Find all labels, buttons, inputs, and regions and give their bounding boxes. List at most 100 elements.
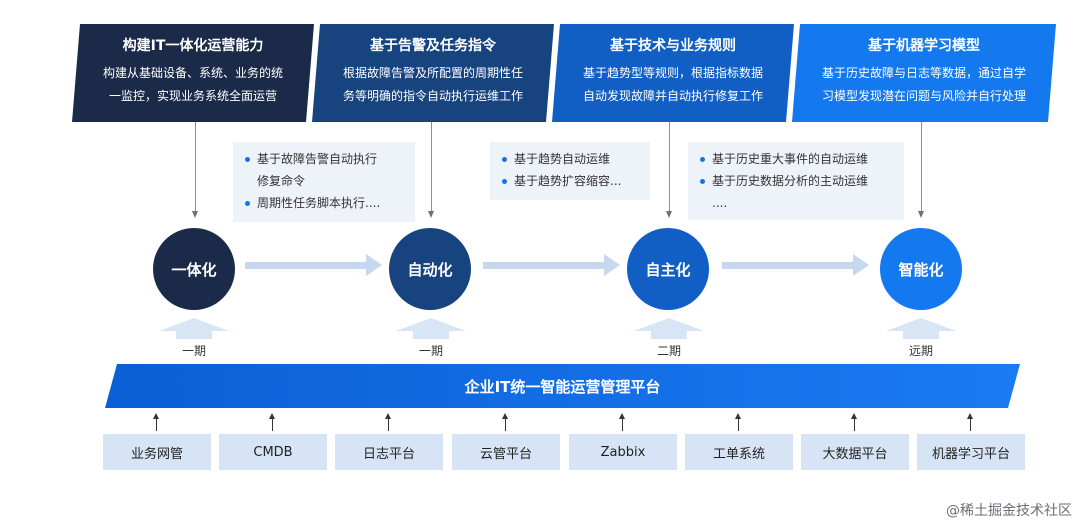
phase-label: 一期 xyxy=(181,344,206,358)
note-item: 基于趋势扩容缩容... xyxy=(500,170,642,192)
source-ticket-system: 工单系统 xyxy=(685,434,793,470)
stage-autonomy: 自主化 xyxy=(627,228,709,310)
connector-line xyxy=(431,122,432,212)
flow-arrow-shaft xyxy=(722,262,854,269)
note-line: 周期性任务脚本执行.... xyxy=(257,196,381,210)
card-title: 基于告警及任务指令 xyxy=(370,38,496,54)
arrow-down-icon xyxy=(428,211,434,218)
stage-intelligence: 智能化 xyxy=(880,228,962,310)
connector-line xyxy=(195,122,196,212)
card-desc-line: 一监控，实现业务系统全面运营 xyxy=(108,89,277,103)
card-desc-line: 自动发现故障并自动执行修复工作 xyxy=(582,89,763,103)
arrow-up-icon xyxy=(735,413,741,419)
note-line: 修复命令 xyxy=(257,174,306,188)
note-item: 基于历史重大事件的自动运维 xyxy=(698,148,896,170)
arrow-right-icon xyxy=(853,254,869,276)
source-zabbix: Zabbix xyxy=(569,434,677,470)
source-business-network: 业务网管 xyxy=(103,434,211,470)
card-desc-line: 基于历史故障与日志等数据，通过自学 xyxy=(821,66,1026,80)
card-desc-line: 构建从基础设备、系统、业务的统 xyxy=(102,66,283,80)
arrow-up-icon xyxy=(159,318,229,331)
arrow-right-icon xyxy=(604,254,620,276)
arrow-up-stem xyxy=(176,331,212,339)
source-arrow xyxy=(851,413,858,431)
source-arrow xyxy=(967,413,974,431)
connector-line xyxy=(669,122,670,212)
note-item: 周期性任务脚本执行.... xyxy=(243,192,407,214)
source-arrow xyxy=(269,413,276,431)
card-desc-line: 习模型发现潜在问题与风险并自行处理 xyxy=(821,89,1026,103)
card-ml-model: 基于机器学习模型 基于历史故障与日志等数据，通过自学 习模型发现潜在问题与风险并… xyxy=(792,24,1056,122)
note-line: 基于历史数据分析的主动运维 xyxy=(712,174,869,188)
note-item: 基于历史数据分析的主动运维 .... xyxy=(698,170,896,214)
source-arrow xyxy=(502,413,509,431)
arrow-up-icon xyxy=(269,413,275,419)
phase-arrow: 二期 xyxy=(634,318,704,359)
arrow-up-icon xyxy=(634,318,704,331)
arrow-stem xyxy=(272,419,273,431)
arrow-up-icon xyxy=(851,413,857,419)
source-arrow xyxy=(735,413,742,431)
source-arrow xyxy=(385,413,392,431)
platform-bar: 企业IT统一智能运营管理平台 xyxy=(105,364,1020,408)
phase-arrow: 一期 xyxy=(159,318,229,359)
arrow-up-stem xyxy=(413,331,449,339)
card-alert-task: 基于告警及任务指令 根据故障告警及所配置的周期性任 务等明确的指令自动执行运维工… xyxy=(312,24,554,122)
arrow-right-icon xyxy=(366,254,382,276)
note-intelligence: 基于历史重大事件的自动运维 基于历史数据分析的主动运维 .... xyxy=(688,142,904,220)
note-line: 基于故障告警自动执行 xyxy=(257,152,378,166)
arrow-down-icon xyxy=(918,211,924,218)
card-tech-rules: 基于技术与业务规则 基于趋势型等规则，根据指标数据 自动发现故障并自动执行修复工… xyxy=(552,24,794,122)
connector-line xyxy=(921,122,922,212)
card-integration: 构建IT一体化运营能力 构建从基础设备、系统、业务的统 一监控，实现业务系统全面… xyxy=(72,24,314,122)
flow-arrow-shaft xyxy=(483,262,605,269)
card-desc: 根据故障告警及所配置的周期性任 务等明确的指令自动执行运维工作 xyxy=(320,62,546,108)
arrow-up-stem xyxy=(651,331,687,339)
card-title: 构建IT一体化运营能力 xyxy=(122,38,264,54)
card-desc: 基于趋势型等规则，根据指标数据 自动发现故障并自动执行修复工作 xyxy=(560,62,786,108)
stage-integration: 一体化 xyxy=(153,228,235,310)
source-cloud-platform: 云管平台 xyxy=(452,434,560,470)
arrow-up-icon xyxy=(619,413,625,419)
arrow-up-icon xyxy=(396,318,466,331)
source-ml-platform: 机器学习平台 xyxy=(917,434,1025,470)
source-arrow xyxy=(153,413,160,431)
note-line: .... xyxy=(712,196,728,210)
flow-arrow-shaft xyxy=(245,262,367,269)
stage-automation: 自动化 xyxy=(389,228,471,310)
arrow-stem xyxy=(854,419,855,431)
watermark: @稀土掘金技术社区 xyxy=(946,503,1072,519)
source-log-platform: 日志平台 xyxy=(335,434,443,470)
phase-label: 一期 xyxy=(418,344,443,358)
note-autonomy: 基于趋势自动运维 基于趋势扩容缩容... xyxy=(490,142,650,200)
source-bigdata-platform: 大数据平台 xyxy=(801,434,909,470)
arrow-stem xyxy=(970,419,971,431)
note-line: 基于趋势自动运维 xyxy=(514,152,611,166)
arrow-down-icon xyxy=(192,211,198,218)
source-arrow xyxy=(619,413,626,431)
arrow-up-stem xyxy=(903,331,939,339)
source-cmdb: CMDB xyxy=(219,434,327,470)
arrow-down-icon xyxy=(666,211,672,218)
card-desc-line: 根据故障告警及所配置的周期性任 xyxy=(342,66,523,80)
card-desc: 基于历史故障与日志等数据，通过自学 习模型发现潜在问题与风险并自行处理 xyxy=(800,62,1048,108)
card-desc: 构建从基础设备、系统、业务的统 一监控，实现业务系统全面运营 xyxy=(80,62,306,108)
arrow-up-icon xyxy=(153,413,159,419)
note-item: 基于故障告警自动执行 修复命令 xyxy=(243,148,407,192)
arrow-up-icon xyxy=(385,413,391,419)
arrow-stem xyxy=(156,419,157,431)
arrow-up-icon xyxy=(886,318,956,331)
arrow-up-icon xyxy=(502,413,508,419)
card-desc-line: 基于趋势型等规则，根据指标数据 xyxy=(582,66,763,80)
arrow-up-icon xyxy=(967,413,973,419)
note-automation: 基于故障告警自动执行 修复命令 周期性任务脚本执行.... xyxy=(233,142,415,222)
phase-arrow: 一期 xyxy=(396,318,466,359)
arrow-stem xyxy=(388,419,389,431)
arrow-stem xyxy=(738,419,739,431)
note-item: 基于趋势自动运维 xyxy=(500,148,642,170)
note-line: 基于趋势扩容缩容... xyxy=(514,174,622,188)
phase-label: 二期 xyxy=(656,344,681,358)
arrow-stem xyxy=(622,419,623,431)
card-desc-line: 务等明确的指令自动执行运维工作 xyxy=(342,89,523,103)
card-title: 基于技术与业务规则 xyxy=(610,38,736,54)
